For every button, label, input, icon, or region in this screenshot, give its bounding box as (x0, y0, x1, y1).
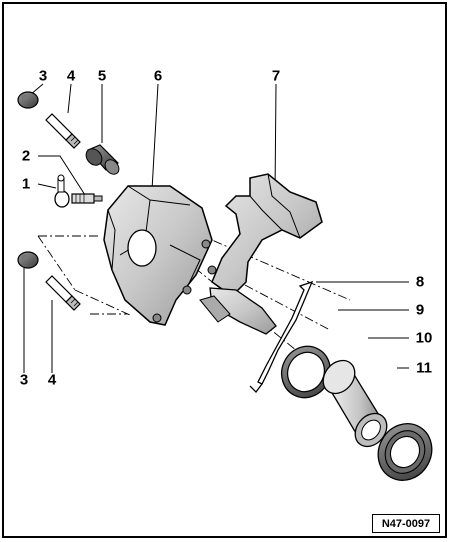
callout-10: 10 (415, 329, 433, 347)
part-3-bushing-cap-bottom (17, 251, 39, 269)
part-10-piston (322, 359, 388, 448)
callout-5: 5 (97, 67, 107, 85)
part-4-guide-bolt-top (45, 113, 81, 149)
callout-9: 9 (415, 301, 425, 319)
part-6-caliper-housing (103, 185, 213, 326)
figure-reference-code: N47-0097 (372, 514, 440, 533)
callout-2: 2 (21, 147, 31, 165)
part-7-caliper-carrier (199, 173, 323, 335)
leader-lines (23, 83, 409, 373)
callout-8: 8 (415, 273, 425, 291)
part-11-dust-boot (377, 423, 433, 481)
callout-3-top: 3 (38, 67, 48, 85)
callout-1: 1 (21, 175, 31, 193)
callout-11: 11 (416, 359, 432, 377)
callout-7: 7 (271, 67, 281, 85)
callout-3-bottom: 3 (19, 371, 29, 389)
part-5-guide-sleeve (85, 144, 120, 175)
callout-6: 6 (153, 67, 163, 85)
part-9-piston-seal (280, 345, 332, 399)
callout-4-bottom: 4 (47, 371, 57, 389)
part-3-bushing-cap-top (17, 91, 39, 109)
part-4-guide-bolt-bottom (45, 275, 81, 311)
callout-4-top: 4 (66, 67, 76, 85)
part-2-bleeder-valve (71, 193, 103, 204)
part-8-spring-clip (249, 280, 314, 393)
part-1-dust-cap (54, 174, 70, 208)
